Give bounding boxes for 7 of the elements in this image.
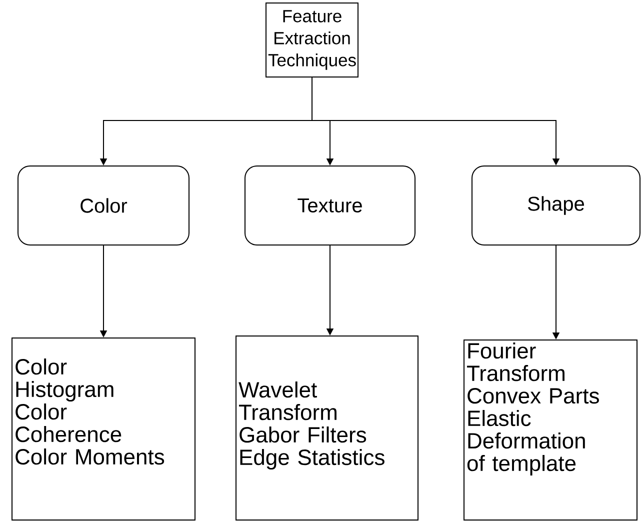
technique-list-box: Color Histogram Color Coherence Color Moments xyxy=(12,337,196,520)
technique-list-box: Fourier Transform Convex Parts Elastic Deformation of template xyxy=(464,339,638,520)
technique-list-box: Wavelet Transform Gabor Filters Edge Statistics xyxy=(236,335,418,520)
category-box: Shape xyxy=(472,165,640,246)
root-box: Feature Extraction Techniques xyxy=(266,2,358,78)
category-box: Texture xyxy=(244,165,416,246)
category-box: Color xyxy=(18,165,190,246)
